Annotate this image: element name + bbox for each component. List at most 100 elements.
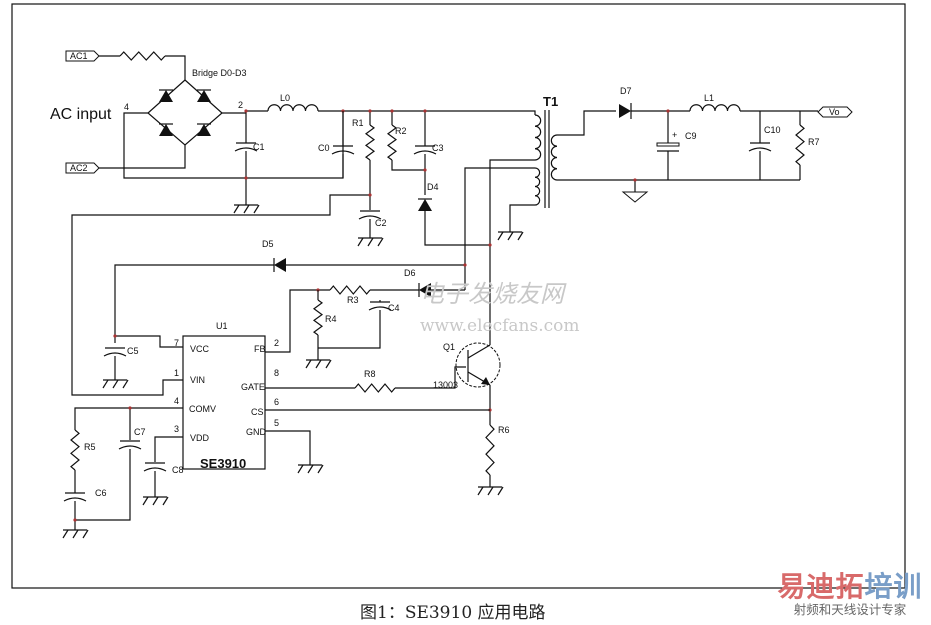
label-R1: R1 [352, 118, 364, 128]
junction [423, 109, 427, 113]
ic-u1: U1 SE3910 7 VCC 1 VIN 4 COMV 3 VDD 2 FB … [174, 321, 279, 471]
ground-icon [62, 529, 89, 539]
ground-hatch [253, 204, 260, 214]
ground-icon [621, 191, 649, 203]
ground-hatch [517, 231, 524, 241]
wire [464, 167, 535, 290]
wire [489, 159, 535, 345]
wire [165, 55, 186, 80]
label-D6: D6 [404, 268, 416, 278]
ground-hatch [487, 486, 494, 496]
transistor-collector [467, 344, 491, 359]
ground-hatch [233, 204, 240, 214]
ground-hatch [305, 359, 312, 369]
ic-part: SE3910 [200, 456, 246, 471]
resistor-R3 [329, 285, 371, 295]
capacitor-plate [656, 142, 680, 147]
capacitor-plate-curved [413, 150, 437, 155]
junction [244, 109, 248, 113]
capacitor-C8 [143, 462, 167, 472]
capacitor-plate-curved [103, 352, 127, 357]
ic-pin-name: GATE [241, 382, 265, 392]
resistor-R1 [364, 124, 376, 161]
ic-pin-name: VIN [190, 375, 205, 385]
svg-text:Vo: Vo [829, 107, 840, 117]
ground-hatch [82, 529, 89, 539]
label-Q1: Q1 [443, 342, 455, 352]
label-C6: C6 [95, 488, 107, 498]
junction [633, 178, 637, 182]
ground-hatch [497, 486, 504, 496]
capacitor-plate-curved [368, 306, 392, 311]
ground-icon [497, 231, 524, 241]
label-R8: R8 [364, 369, 376, 379]
capacitor-C3 [413, 145, 437, 155]
bridge-label: Bridge D0-D3 [192, 68, 247, 78]
wire [99, 145, 186, 169]
label-R2: R2 [395, 126, 407, 136]
label-C2: C2 [375, 218, 387, 228]
ic-pin-num: 3 [174, 424, 179, 434]
ground-hatch [152, 496, 159, 506]
junction [113, 334, 117, 338]
diode-D4 [418, 198, 432, 211]
ground-hatch [315, 359, 322, 369]
wire [557, 110, 616, 136]
capacitor-plate-curved [358, 215, 382, 220]
frame-border [11, 3, 906, 589]
wire [75, 449, 131, 521]
label-C9-polarity: + [672, 130, 677, 140]
capacitor-C9 [656, 142, 680, 152]
diode-D7 [619, 103, 632, 119]
inductor-L0 [267, 104, 319, 112]
resistor-R8 [354, 383, 396, 393]
ic-pin-num: 1 [174, 368, 179, 378]
label-L0: L0 [280, 93, 290, 103]
inductor-L1 [689, 104, 741, 112]
logo: 易迪拓培训 射频和天线设计专家 [775, 572, 925, 618]
logo-subtitle: 射频和天线设计专家 [793, 602, 907, 617]
figure-caption: 图1：SE3910 应用电路 [360, 603, 546, 623]
resistor-R6 [485, 424, 495, 476]
diode-bridge-3 [159, 123, 173, 136]
ic-pin-name: VDD [190, 433, 210, 443]
capacitor-C5 [103, 347, 127, 357]
ic-ref: U1 [216, 321, 228, 331]
vo-terminal: Vo [817, 106, 853, 118]
wire [395, 366, 466, 389]
ground-icon [233, 204, 260, 214]
ground-icon [477, 486, 504, 496]
transformer-secondary-winding [550, 134, 558, 181]
ic-pin-name: CS [251, 407, 264, 417]
capacitor-C7 [118, 440, 142, 450]
resistor-R4 [312, 299, 324, 336]
label-Q1-part: 13003 [433, 380, 458, 390]
capacitor-plate-curved [748, 147, 772, 152]
capacitor-plate-curved [118, 445, 142, 450]
components [62, 51, 805, 539]
label-R5: R5 [84, 442, 96, 452]
transistor-Q1-body [455, 342, 501, 388]
diode-body [159, 124, 173, 136]
diode-bridge-2 [197, 89, 211, 102]
junction [128, 406, 132, 410]
ic-pin-num: 7 [174, 338, 179, 348]
diode-body [419, 283, 431, 297]
capacitor-C4 [368, 301, 392, 311]
label-C1: C1 [253, 142, 265, 152]
wire [509, 204, 535, 232]
wire [265, 289, 330, 353]
junction [488, 243, 492, 247]
ground-hatch [72, 529, 79, 539]
ic-pin-num: 6 [274, 397, 279, 407]
diode-bridge-4 [197, 123, 211, 136]
bridge-pin-2: 2 [238, 100, 243, 110]
ic-pin-num: 2 [274, 338, 279, 348]
label-R7: R7 [808, 137, 820, 147]
capacitor-C1 [234, 142, 258, 152]
label-C0: C0 [318, 143, 330, 153]
label-C4: C4 [388, 303, 400, 313]
ground-hatch [497, 231, 504, 241]
capacitor-C2 [358, 210, 382, 220]
junction [244, 176, 248, 180]
